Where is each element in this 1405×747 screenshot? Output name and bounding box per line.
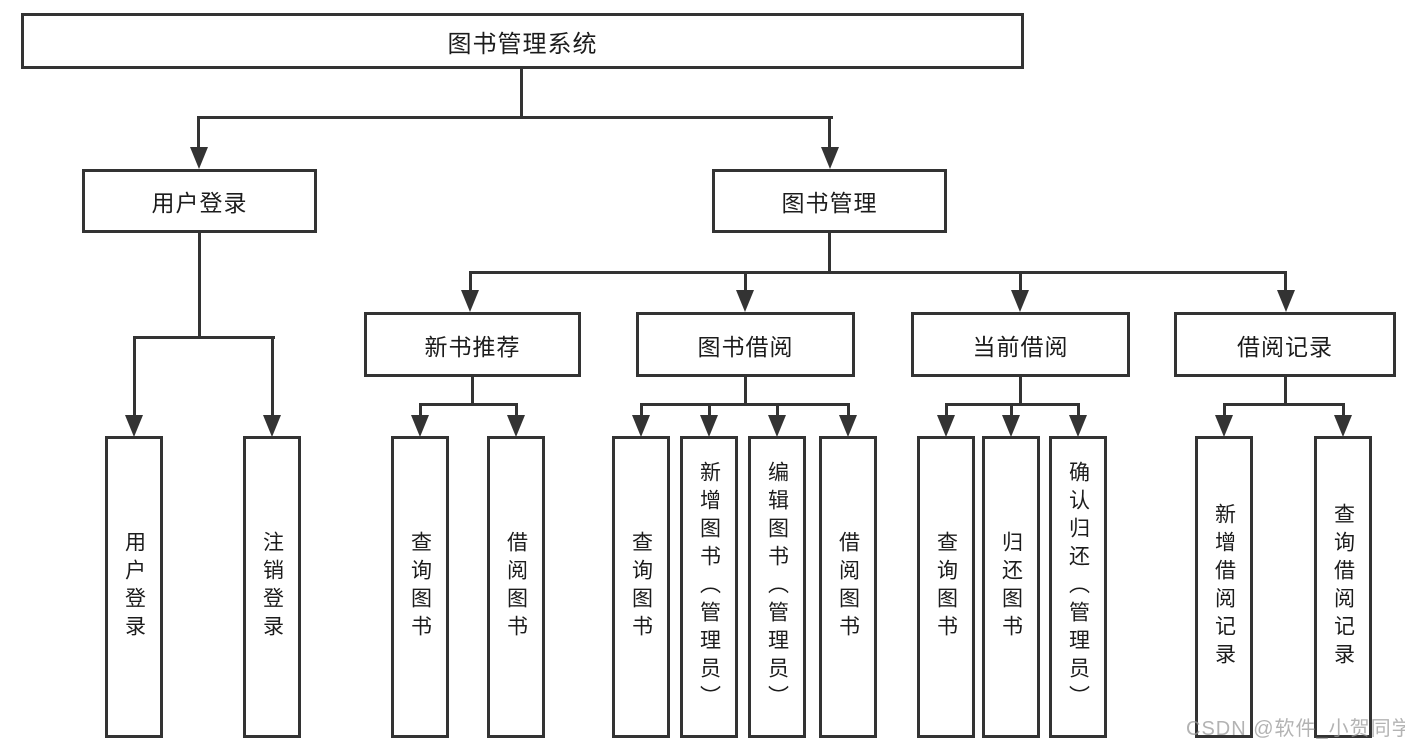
arrow-down-icon [190, 147, 208, 169]
connector-line [847, 403, 850, 418]
arrow-down-icon [1334, 415, 1352, 437]
arrow-down-icon [1002, 415, 1020, 437]
arrow-down-icon [768, 415, 786, 437]
arrow-down-icon [1011, 290, 1029, 312]
connector-line [469, 271, 472, 292]
connector-line [744, 271, 747, 292]
node-leaf-add-book-admin: 新增图书（管理员） [680, 436, 738, 738]
connector-line [197, 116, 200, 149]
node-leaf-user-login: 用户登录 [105, 436, 163, 738]
arrow-down-icon [1069, 415, 1087, 437]
connector-line [520, 68, 523, 119]
arrow-down-icon [839, 415, 857, 437]
node-leaf-borrow-books-2: 借阅图书 [819, 436, 877, 738]
connector-line [198, 233, 201, 339]
node-current-borrowing: 当前借阅 [911, 312, 1130, 377]
node-leaf-query-books-3: 查询图书 [917, 436, 975, 738]
connector-line [1284, 271, 1287, 292]
node-leaf-query-borrow-record: 查询借阅记录 [1314, 436, 1372, 738]
connector-line [828, 116, 831, 149]
connector-line [1019, 377, 1022, 405]
connector-line [708, 403, 711, 418]
connector-line [744, 377, 747, 405]
node-leaf-confirm-return-admin: 确认归还（管理员） [1049, 436, 1107, 738]
node-book-management-branch: 图书管理 [712, 169, 947, 233]
node-leaf-logout: 注销登录 [243, 436, 301, 738]
arrow-down-icon [736, 290, 754, 312]
connector-line [1342, 403, 1345, 418]
arrow-down-icon [411, 415, 429, 437]
node-user-login-branch: 用户登录 [82, 169, 317, 233]
connector-line [419, 403, 518, 406]
node-new-book-recommend: 新书推荐 [364, 312, 581, 377]
connector-line [640, 403, 850, 406]
node-leaf-add-borrow-record: 新增借阅记录 [1195, 436, 1253, 738]
connector-line [197, 116, 833, 119]
connector-line [1284, 377, 1287, 405]
connector-line [640, 403, 643, 418]
connector-line [1223, 403, 1345, 406]
node-leaf-query-books-1: 查询图书 [391, 436, 449, 738]
connector-line [1010, 403, 1013, 418]
node-leaf-borrow-books-1: 借阅图书 [487, 436, 545, 738]
connector-line [133, 336, 275, 339]
connector-line [945, 403, 948, 418]
arrow-down-icon [1277, 290, 1295, 312]
node-leaf-return-book: 归还图书 [982, 436, 1040, 738]
arrow-down-icon [700, 415, 718, 437]
connector-line [1223, 403, 1226, 418]
node-root-library-system: 图书管理系统 [21, 13, 1024, 69]
arrow-down-icon [263, 415, 281, 437]
arrow-down-icon [1215, 415, 1233, 437]
arrow-down-icon [937, 415, 955, 437]
node-borrowing-records: 借阅记录 [1174, 312, 1396, 377]
connector-line [133, 336, 136, 418]
node-leaf-query-books-2: 查询图书 [612, 436, 670, 738]
arrow-down-icon [125, 415, 143, 437]
csdn-watermark: CSDN @软件_小贺同学 [1186, 718, 1405, 740]
connector-line [828, 233, 831, 274]
connector-line [419, 403, 422, 418]
connector-line [1077, 403, 1080, 418]
arrow-down-icon [821, 147, 839, 169]
connector-line [469, 271, 1287, 274]
connector-line [271, 336, 274, 418]
arrow-down-icon [507, 415, 525, 437]
connector-line [776, 403, 779, 418]
node-book-borrowing: 图书借阅 [636, 312, 855, 377]
node-leaf-edit-book-admin: 编辑图书（管理员） [748, 436, 806, 738]
connector-line [471, 377, 474, 405]
connector-line [1019, 271, 1022, 292]
connector-line [515, 403, 518, 418]
arrow-down-icon [461, 290, 479, 312]
arrow-down-icon [632, 415, 650, 437]
